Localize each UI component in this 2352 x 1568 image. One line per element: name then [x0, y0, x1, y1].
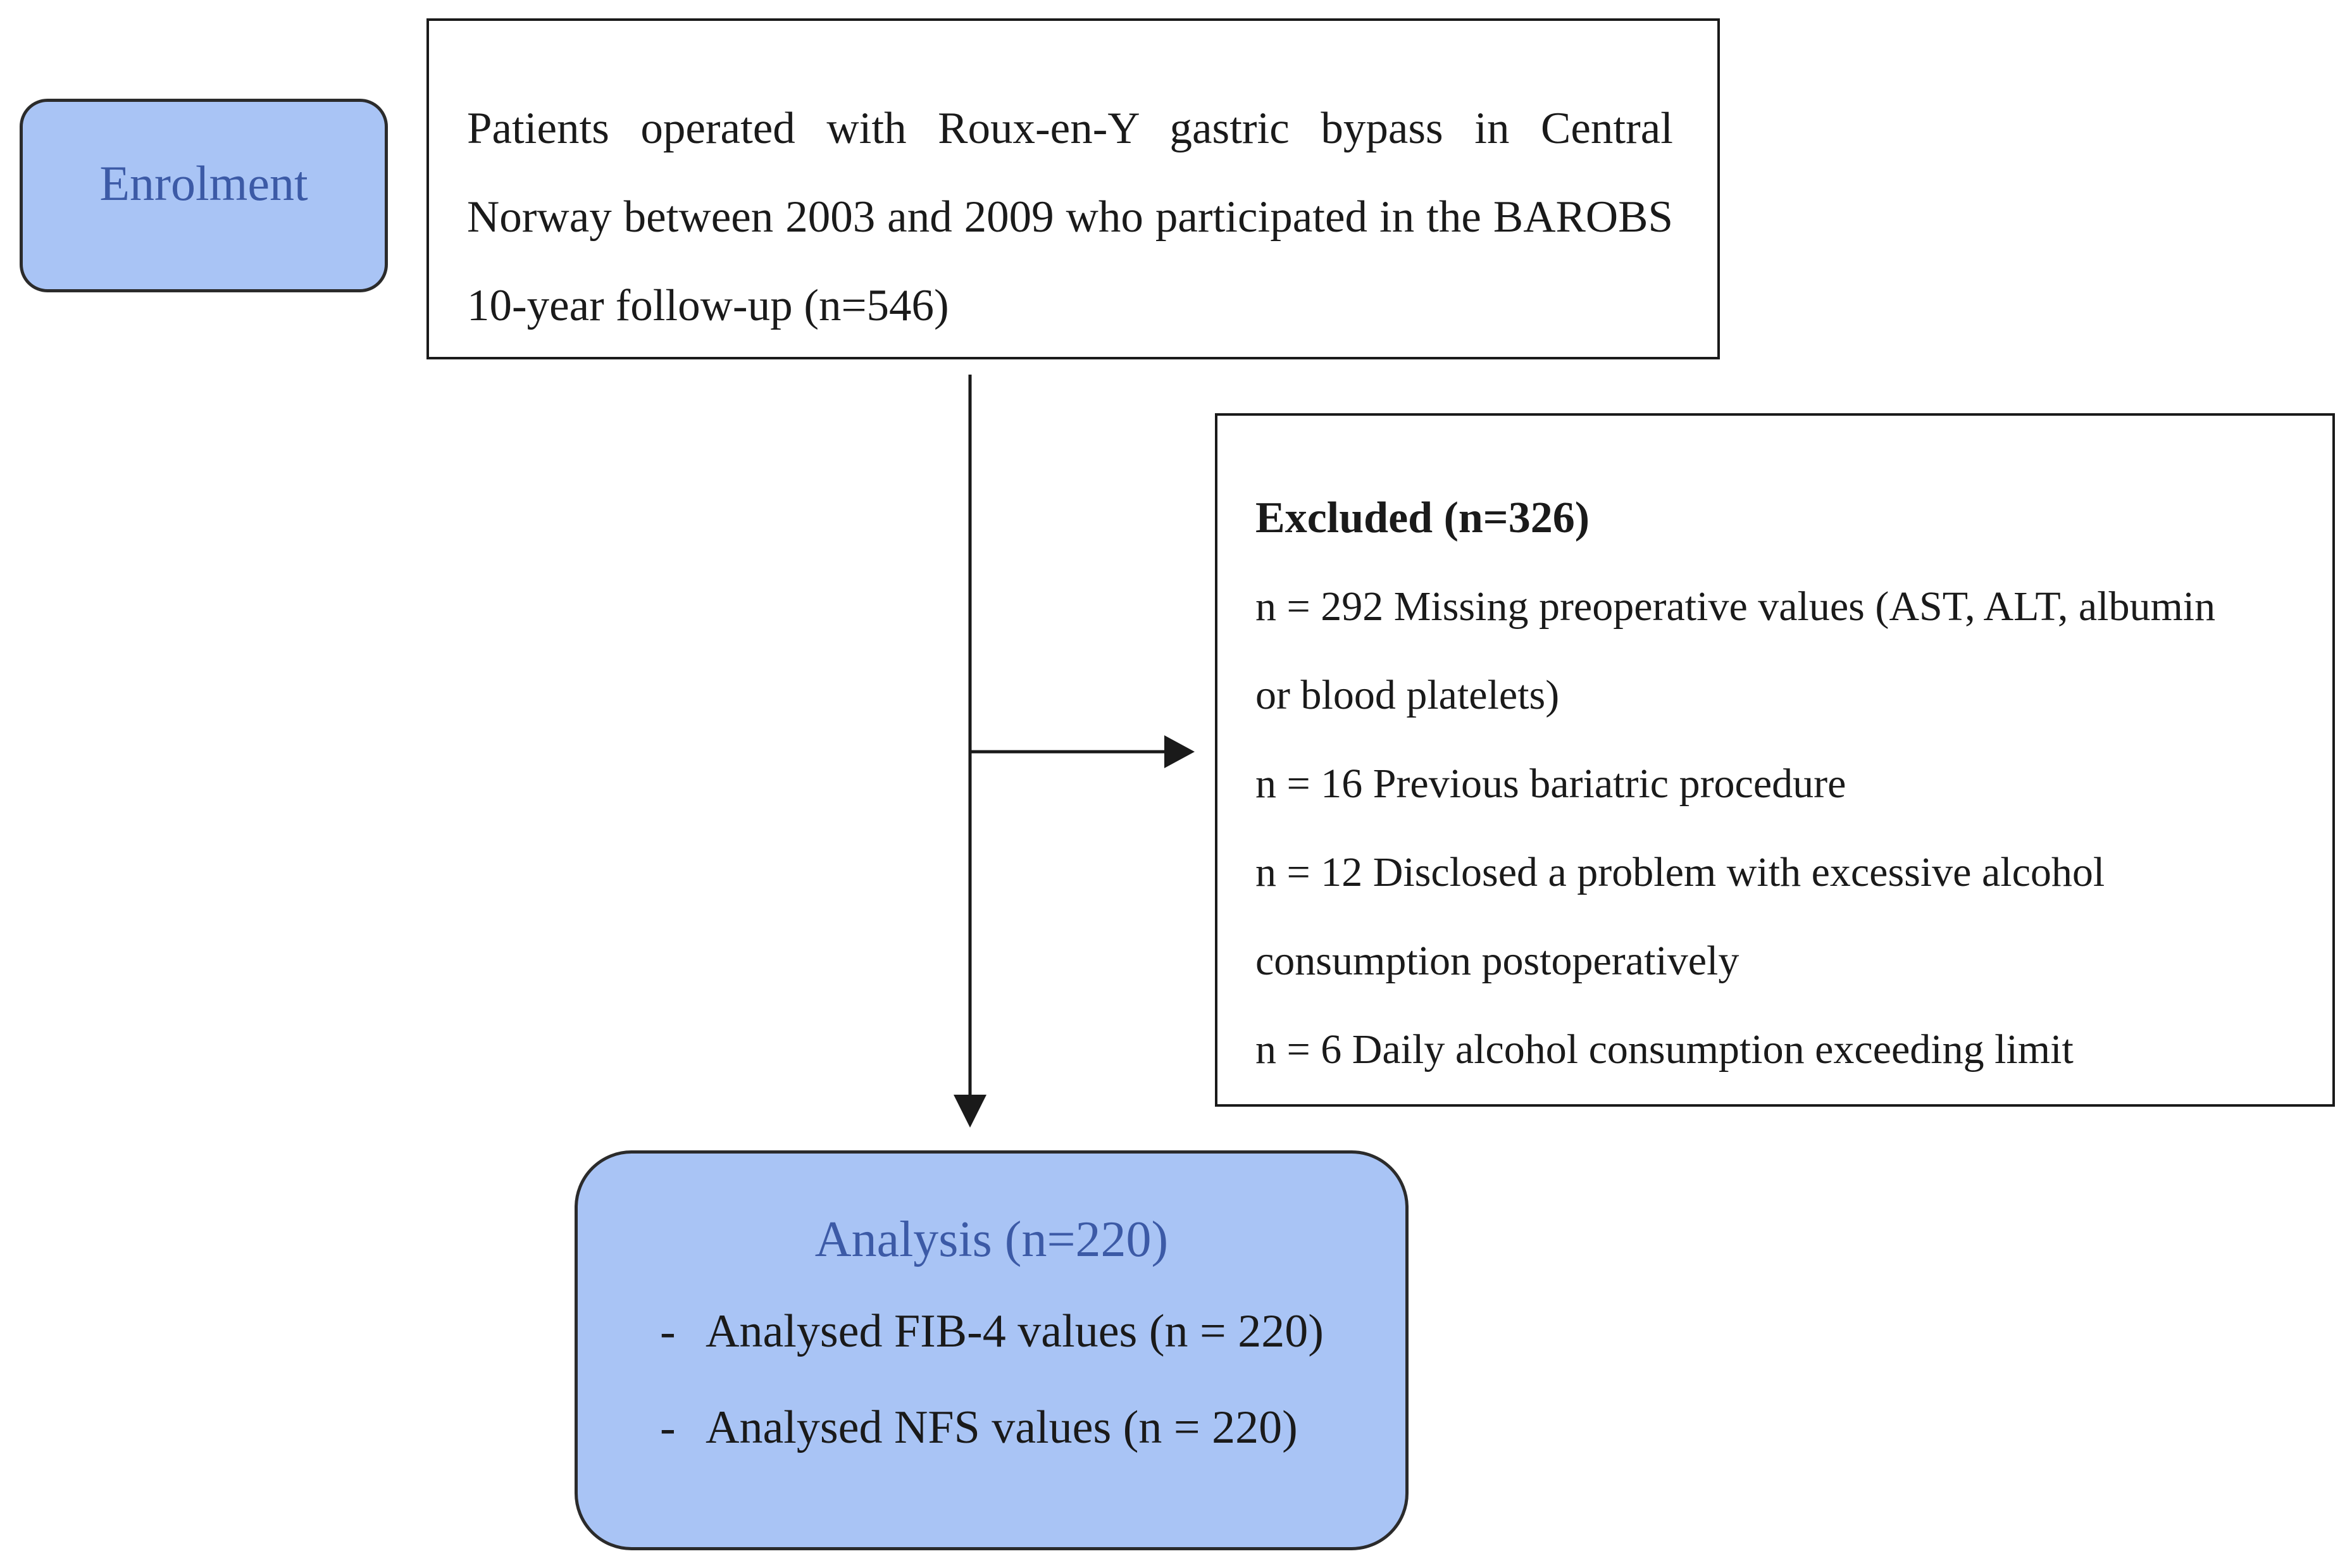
enrolment-stage-box: Enrolment — [20, 99, 388, 292]
analysis-item-text: Analysed NFS values (n = 220) — [706, 1402, 1298, 1453]
analysis-item-fib4: -Analysed FIB-4 values (n = 220) — [660, 1308, 1324, 1355]
excluded-line-alcohol-problem: n = 12 Disclosed a problem with excessiv… — [1255, 849, 2105, 895]
excluded-line-missing-values-cont: or blood platelets) — [1255, 672, 1560, 718]
analysis-item-nfs: -Analysed NFS values (n = 220) — [660, 1404, 1298, 1451]
excluded-box: Excluded (n=326) n = 292 Missing preoper… — [1215, 413, 2335, 1107]
analysis-item-text: Analysed FIB-4 values (n = 220) — [706, 1305, 1324, 1357]
excluded-line-alcohol-problem-cont: consumption postoperatively — [1255, 938, 1739, 984]
enrolment-text: Patients operated with Roux-en-Y gastric… — [467, 104, 1673, 330]
list-dash: - — [660, 1402, 676, 1453]
analysis-title: Analysis (n=220) — [814, 1212, 1169, 1267]
enrolment-box: Patients operated with Roux-en-Y gastric… — [426, 18, 1720, 359]
excluded-line-daily-alcohol: n = 6 Daily alcohol consumption exceedin… — [1255, 1026, 2074, 1073]
analysis-arrowhead — [954, 1095, 986, 1128]
excluded-line-previous-procedure: n = 16 Previous bariatric procedure — [1255, 761, 1846, 807]
excluded-line-missing-values: n = 292 Missing preoperative values (AST… — [1255, 583, 2216, 630]
list-dash: - — [660, 1305, 676, 1357]
analysis-box: Analysis (n=220) -Analysed FIB-4 values … — [575, 1150, 1409, 1550]
excluded-title: Excluded (n=326) — [1255, 494, 1590, 542]
exclusion-arrowhead — [1164, 735, 1195, 768]
enrolment-stage-label: Enrolment — [99, 156, 308, 211]
